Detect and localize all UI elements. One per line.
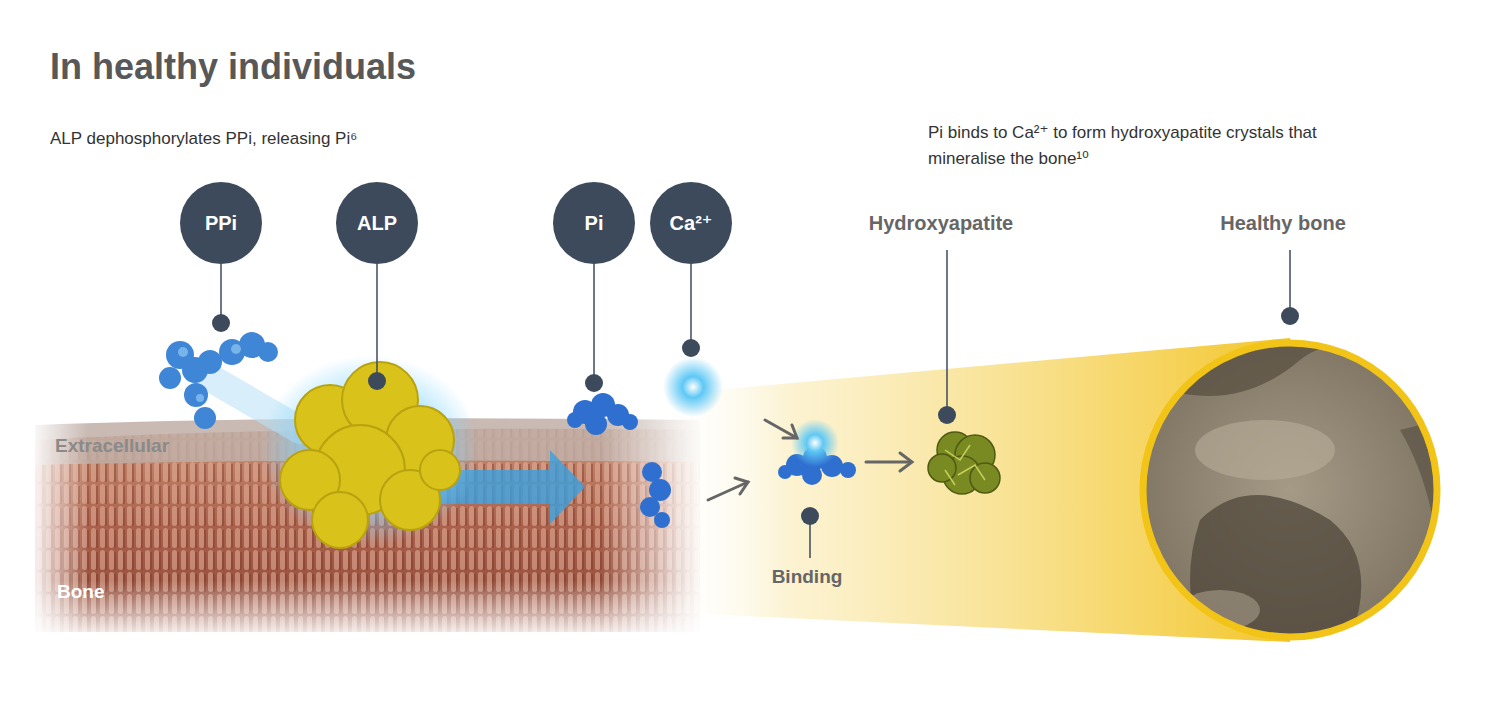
callout-circle: ALP [336, 182, 418, 264]
step-note: Pi binds to Ca²⁺ to form hydroxyapatite … [928, 120, 1368, 172]
callout-circle: Pi [553, 182, 635, 264]
diagram-title: In healthy individuals [50, 46, 416, 88]
callout-circle: Ca²⁺ [650, 182, 732, 264]
callout-text: Ca²⁺ [670, 211, 713, 235]
callout-circle: PPi [180, 182, 262, 264]
callout-text: Pi [585, 212, 604, 235]
part-label: Healthy bone [1220, 211, 1346, 236]
region-label: Extracellular [55, 434, 169, 458]
part-label: Binding [772, 565, 843, 589]
callout-text: PPi [205, 212, 237, 235]
region-label: Bone [57, 580, 105, 604]
step-note: ALP dephosphorylates PPi, releasing Pi⁶ [50, 128, 357, 149]
callout-text: ALP [357, 212, 397, 235]
part-label: Hydroxyapatite [869, 211, 1014, 236]
